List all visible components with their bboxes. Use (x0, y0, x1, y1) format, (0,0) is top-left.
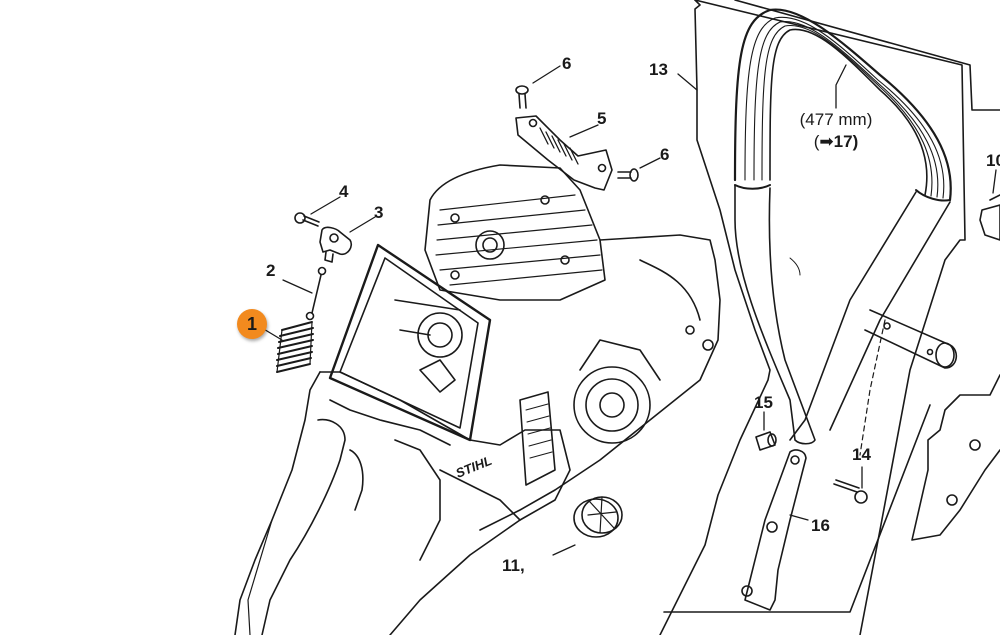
ref-open: ( (813, 132, 820, 151)
leader-5 (569, 124, 599, 138)
callout-3[interactable]: 3 (374, 203, 384, 222)
callout-15[interactable]: 15 (754, 393, 773, 412)
leader-10 (992, 169, 997, 194)
callout-10[interactable]: 10 (986, 151, 1000, 170)
handlebar-bracket (859, 309, 958, 456)
leader-3 (349, 216, 376, 233)
spring-1-drawing (276, 321, 314, 373)
leader-13 (677, 73, 698, 91)
handlebar-group-outline (734, 0, 1000, 111)
callout-16[interactable]: 16 (811, 516, 830, 535)
sleeve-15-drawing (755, 431, 777, 451)
screw-6a-drawing (515, 85, 529, 109)
leader-dimension (835, 64, 847, 109)
ref-part: 17) (833, 132, 859, 151)
handlebar-tube (733, 8, 952, 445)
callout-5[interactable]: 5 (597, 109, 607, 128)
av-spring-5-drawing (515, 115, 613, 191)
guard-16-drawing (741, 449, 807, 611)
callout-13[interactable]: 13 (649, 60, 668, 79)
screw-4-drawing (294, 212, 320, 227)
housing-drawing (234, 371, 571, 635)
callout-6a[interactable]: 6 (562, 54, 572, 73)
dimension-reference: (➡17) (786, 131, 886, 153)
leader-6b (639, 157, 661, 169)
arrow-right-icon: ➡ (819, 132, 834, 151)
bracket-3-drawing (319, 226, 353, 263)
crankcase-drawing (479, 234, 721, 531)
lower-panel-frame (663, 404, 931, 613)
handlebar-group-frame (659, 0, 771, 635)
plug-10 (979, 194, 1000, 241)
screw-14-drawing (833, 479, 868, 504)
handlebar-frame-right (694, 0, 966, 635)
callout-11[interactable]: 11, (502, 556, 525, 575)
screw-6b-drawing (617, 168, 639, 182)
leader-11 (552, 544, 576, 556)
plug-11-drawing (573, 496, 623, 538)
cylinder-drawing (424, 164, 606, 301)
callout-1-badge[interactable]: 1 (237, 309, 267, 339)
leader-4 (310, 196, 341, 215)
dimension-length: (477 mm) (799, 110, 873, 129)
callout-4[interactable]: 4 (339, 182, 349, 201)
side-plate (911, 374, 1000, 541)
leader-6a (532, 65, 561, 84)
callout-2[interactable]: 2 (266, 261, 276, 280)
rod-2-drawing (305, 266, 327, 321)
leader-lines (261, 64, 997, 556)
brand-mark: STIHL (454, 453, 494, 481)
handlebar-dimension: (477 mm) (➡17) (786, 109, 886, 153)
callout-6b[interactable]: 6 (660, 145, 670, 164)
leader-16 (789, 514, 809, 521)
leader-2 (282, 279, 313, 294)
callout-14[interactable]: 14 (852, 445, 871, 464)
